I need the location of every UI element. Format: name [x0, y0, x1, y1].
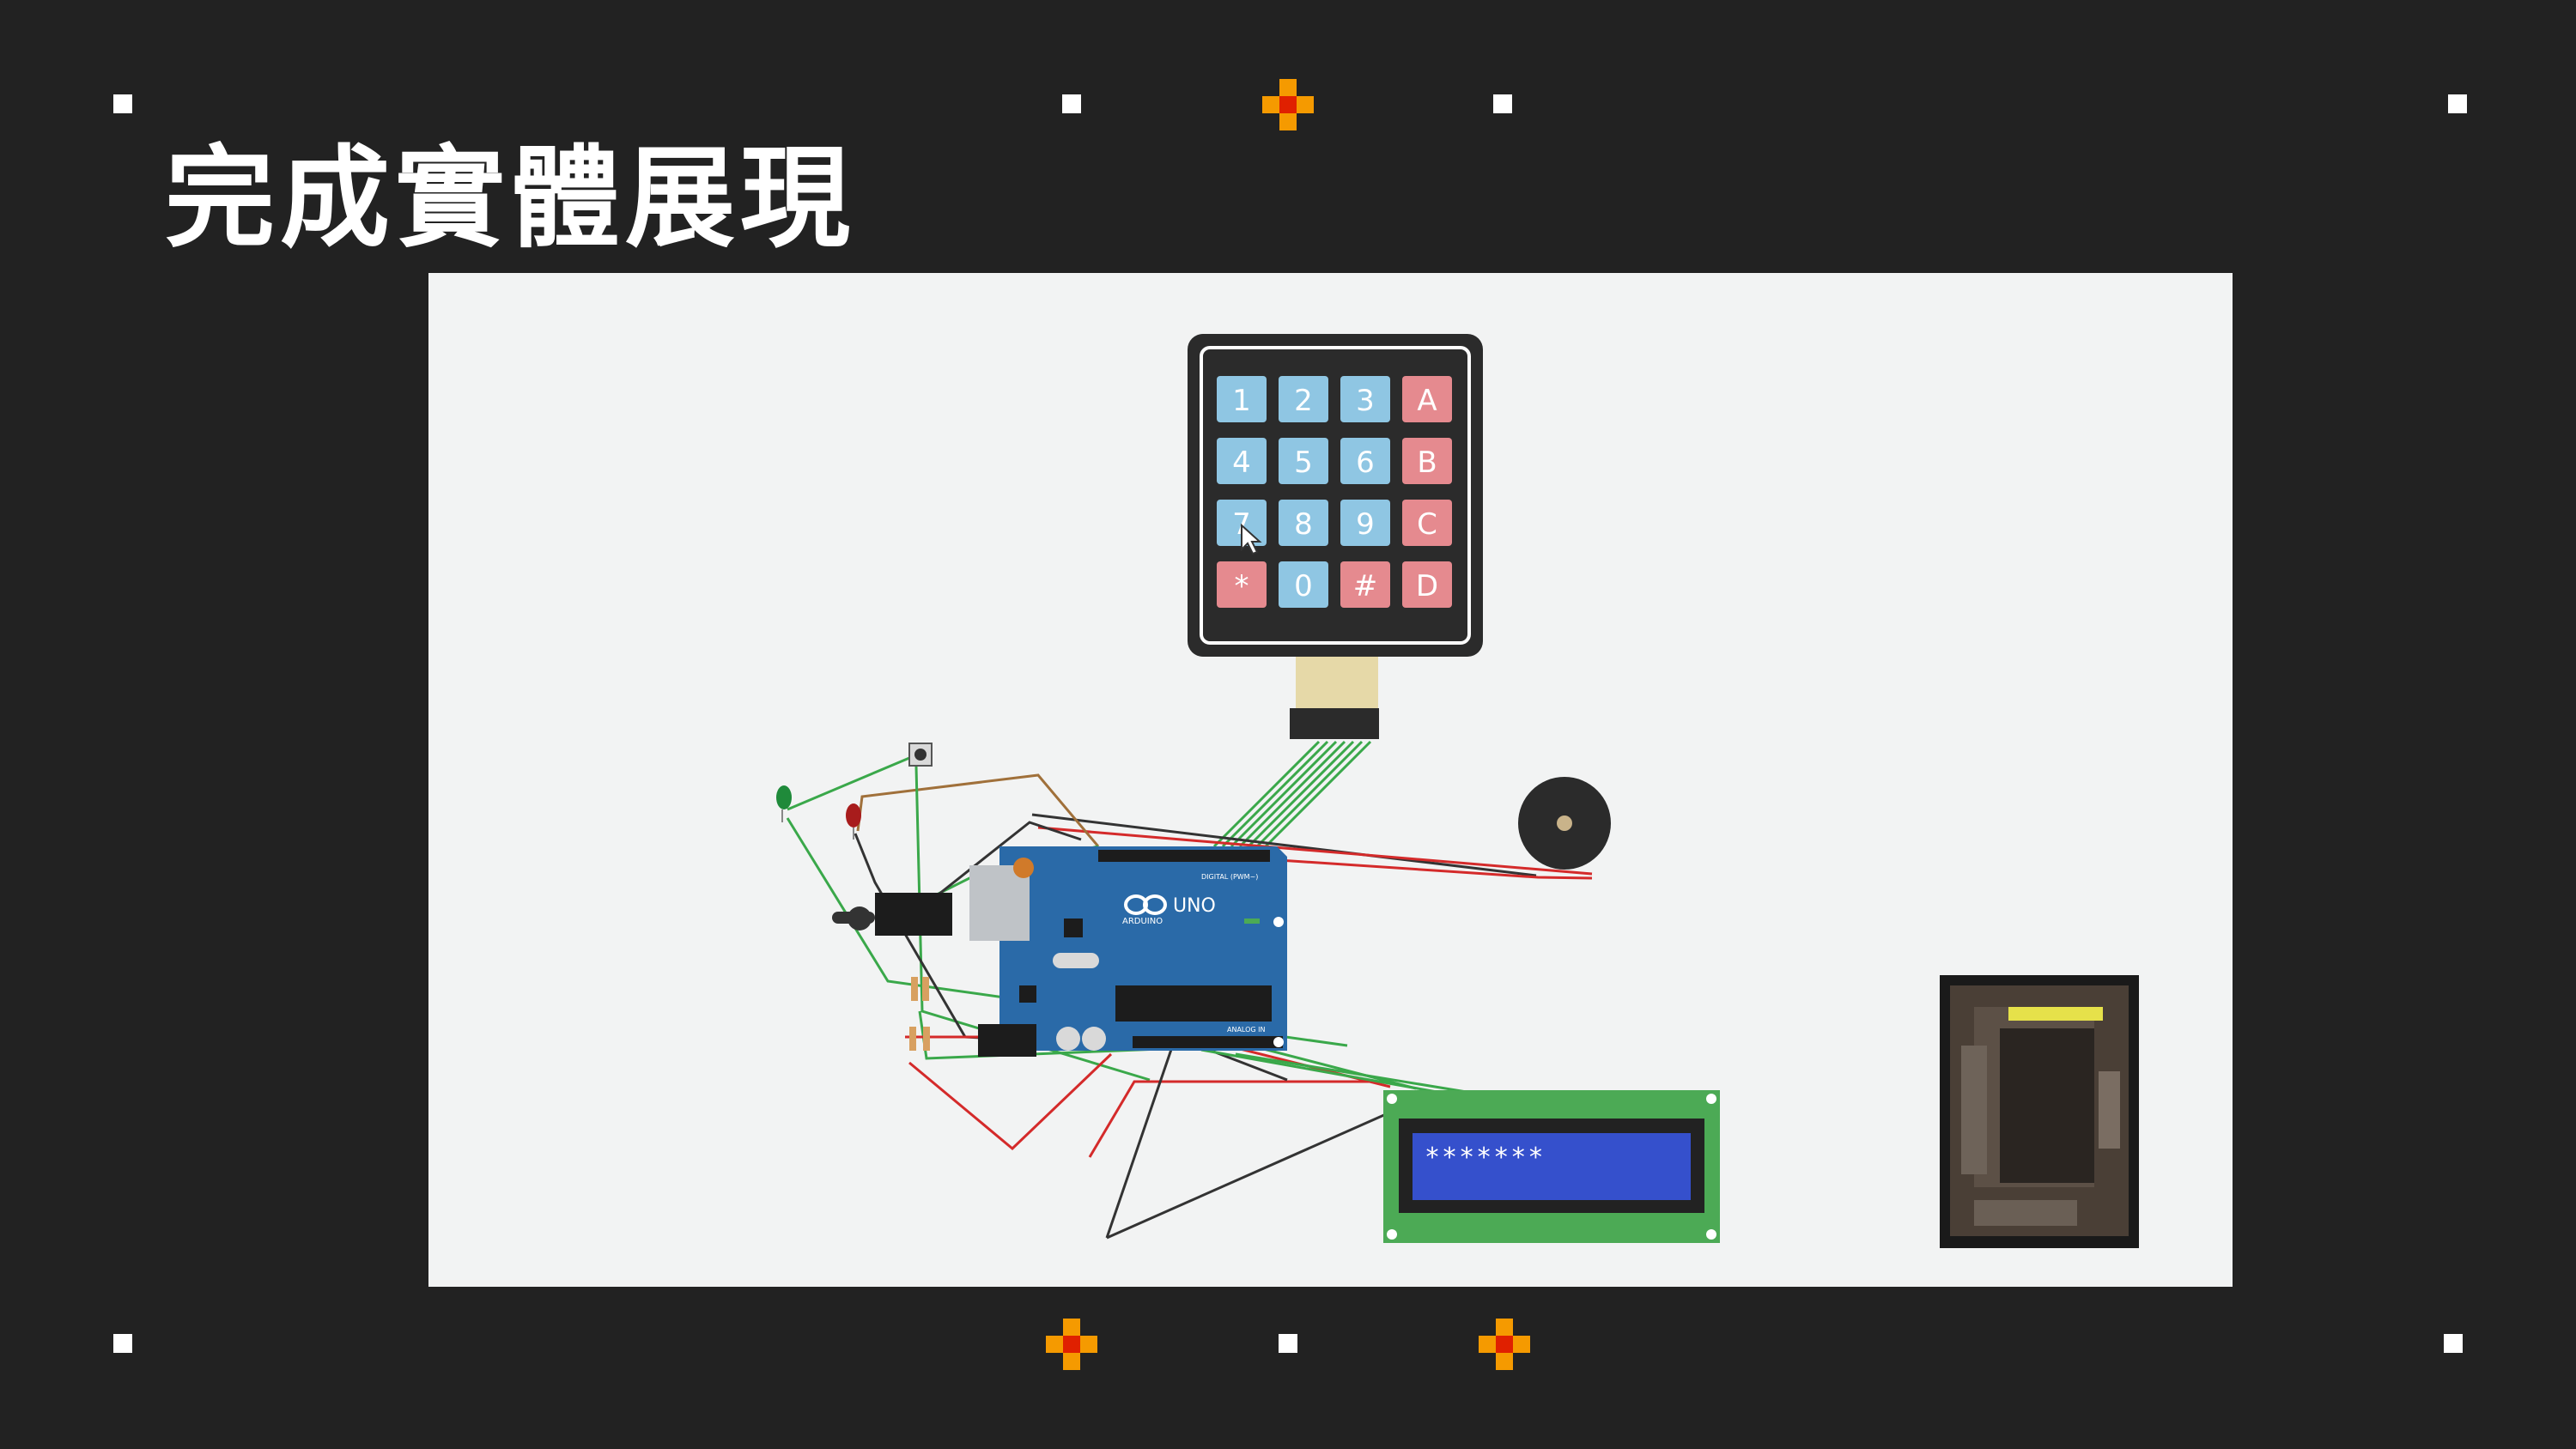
lcd-16x2[interactable]: *******	[1383, 1090, 1720, 1243]
key-2[interactable]: 2	[1279, 376, 1328, 422]
key-0[interactable]: 0	[1279, 561, 1328, 608]
svg-text:A: A	[1417, 384, 1437, 418]
reset-button[interactable]	[1013, 858, 1034, 878]
key-6[interactable]: 6	[1340, 438, 1390, 484]
atmega-chip	[1115, 985, 1272, 1022]
decor-square-top-2	[1062, 94, 1081, 113]
arduino-logo-icon	[1124, 894, 1167, 915]
svg-text:9: 9	[1356, 507, 1375, 542]
key-3[interactable]: 3	[1340, 376, 1390, 422]
analog-pins-label: ANALOG IN	[1227, 1026, 1266, 1034]
svg-text:D: D	[1416, 569, 1438, 603]
power-jack	[978, 1024, 1036, 1057]
push-button[interactable]	[908, 743, 933, 767]
svg-text:4: 4	[1232, 446, 1251, 480]
svg-text:*: *	[1235, 569, 1249, 603]
arduino-brand-label: ARDUINO	[1122, 917, 1163, 926]
svg-text:C: C	[1417, 507, 1437, 542]
decor-square-bottom-3	[2444, 1334, 2463, 1353]
piezo-buzzer[interactable]	[1518, 777, 1611, 870]
decor-star-bottom-1	[1046, 1319, 1097, 1370]
keypad-4x4[interactable]: 1 2 3 A 4 5	[1188, 334, 1483, 739]
key-star[interactable]: *	[1217, 561, 1267, 608]
key-c[interactable]: C	[1402, 500, 1452, 546]
keypad-ribbon	[1290, 657, 1379, 739]
arduino-model-label: UNO	[1173, 895, 1216, 917]
arduino-uno-board[interactable]: ARDUINO UNO DIGITAL (PWM~) ANALOG IN	[969, 846, 1287, 1057]
key-hash[interactable]: #	[1340, 561, 1390, 608]
key-a[interactable]: A	[1402, 376, 1452, 422]
key-8[interactable]: 8	[1279, 500, 1328, 546]
key-d[interactable]: D	[1402, 561, 1452, 608]
circuit-simulation-canvas[interactable]: 1 2 3 A 4 5	[428, 273, 2233, 1287]
lcd-display-text: *******	[1425, 1143, 1545, 1173]
key-1[interactable]: 1	[1217, 376, 1267, 422]
svg-text:6: 6	[1356, 446, 1375, 480]
decor-star-top	[1262, 79, 1314, 130]
decor-square-top-1	[113, 94, 132, 113]
key-9[interactable]: 9	[1340, 500, 1390, 546]
svg-text:3: 3	[1356, 384, 1375, 418]
webcam-preview	[1940, 975, 2139, 1248]
lcd-screen	[1413, 1133, 1691, 1200]
usb-port	[969, 865, 1030, 941]
key-b[interactable]: B	[1402, 438, 1452, 484]
decor-square-top-3	[1493, 94, 1512, 113]
svg-text:1: 1	[1232, 384, 1251, 418]
green-led[interactable]	[776, 785, 792, 822]
svg-text:B: B	[1417, 446, 1437, 480]
svg-text:#: #	[1353, 569, 1378, 603]
mouse-cursor-icon	[1241, 523, 1262, 555]
svg-text:8: 8	[1294, 507, 1313, 542]
digital-pins-label: DIGITAL (PWM~)	[1201, 873, 1258, 881]
decor-square-bottom-2	[1279, 1334, 1297, 1353]
svg-text:2: 2	[1294, 384, 1313, 418]
key-4[interactable]: 4	[1217, 438, 1267, 484]
decor-star-bottom-2	[1479, 1319, 1530, 1370]
decor-square-bottom-1	[113, 1334, 132, 1353]
slide-title: 完成實體展現	[165, 135, 856, 263]
resistors	[909, 977, 930, 1051]
decor-square-top-4	[2448, 94, 2467, 113]
red-led[interactable]	[846, 803, 861, 840]
svg-text:0: 0	[1294, 569, 1313, 603]
svg-text:5: 5	[1294, 446, 1313, 480]
servo-motor[interactable]	[832, 893, 952, 936]
key-5[interactable]: 5	[1279, 438, 1328, 484]
